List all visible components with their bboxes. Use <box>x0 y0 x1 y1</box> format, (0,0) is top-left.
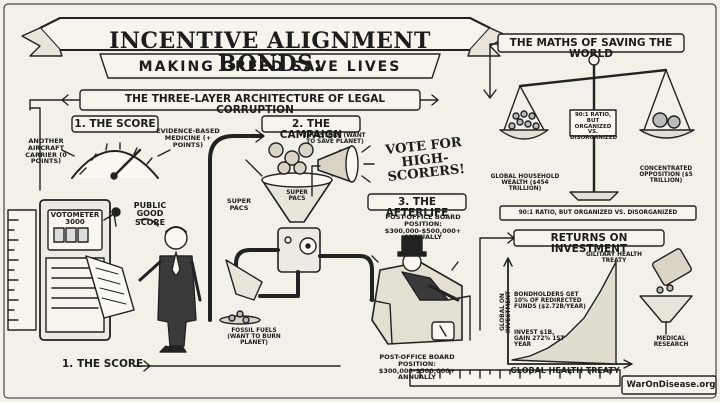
invest-gain-label: INVEST $1B, GAIN 272% 1ST YEAR <box>514 330 565 349</box>
returns-header: RETURNS ON INVESTMENT <box>550 232 628 256</box>
aircraft-carrier-label: ANOTHER AIRCRAFT CARRIER (0 POINTS) <box>25 137 67 166</box>
politician-figure <box>138 226 202 353</box>
flow-arrow-left <box>29 107 41 191</box>
votometer-machine <box>39 199 135 341</box>
maths-footer: 90:1 RATIO, BUT ORGANIZED vs. DISORGANIZ… <box>518 210 678 216</box>
afterlife-top-label: POST-OFFICE BOARD POSITION: $300,000-$50… <box>384 213 462 242</box>
money-funnel <box>245 142 341 223</box>
ruler <box>7 209 37 331</box>
fossil-funnel <box>219 259 263 325</box>
returns-x-axis: GLOBAL HEALTH TREATY <box>510 366 620 375</box>
afterlife-header: 3. THE AFTERLIFE <box>385 196 449 220</box>
opposition-label: CONCENTRATED OPPOSITION ($5 TRILLION) <box>639 166 693 185</box>
maths-footer-box <box>499 205 697 221</box>
layer-banner <box>61 89 439 111</box>
flow-arrow-top <box>29 99 63 111</box>
subtitle: MAKING GREED SAVE LIVES <box>138 59 402 75</box>
barrel-funnel <box>639 248 693 335</box>
maths-connector <box>489 43 499 99</box>
household-wealth-label: GLOBAL HOUSEHOLD WEALTH ($454 TRILLION) <box>490 174 560 193</box>
investors-label: INVESTORS (WANT TO SAVE PLANET) <box>304 133 366 146</box>
armchair-figure <box>369 235 471 345</box>
maths-header-box <box>497 33 685 53</box>
returns-y-axis: GLOBAL ON INVESTMENT <box>499 291 512 334</box>
bottom-ruler <box>409 369 621 387</box>
layer-banner-text: THE THREE-LAYER ARCHITECTURE OF LEGAL CO… <box>124 93 386 117</box>
afterlife-header-box <box>367 193 467 211</box>
outer-frame <box>3 3 717 399</box>
score-footer: 1. THE SCORE <box>62 358 144 370</box>
votometer-label: VOTOMETER 3000 <box>50 211 100 227</box>
score-header: 1. THE SCORE <box>74 118 156 130</box>
score-header-box <box>71 115 159 133</box>
afterlife-bottom-label: POST-OFFICE BOARD POSITION: $300,000-$50… <box>378 353 456 382</box>
score-gauge <box>61 142 171 180</box>
evidence-medicine-label: EVIDENCE-BASED MEDICINE (+ POINTS) <box>156 127 220 149</box>
public-good-label: PUBLIC GOOD SCORE <box>133 201 167 227</box>
megaphone <box>311 145 375 197</box>
main-title: INCENTIVE ALIGNMENT BONDS: <box>109 28 431 78</box>
public-good-pointer <box>139 218 159 227</box>
ratio-label: 90:1 RATIO, BUT ORGANIZED vs. DISORGANIZ… <box>570 112 618 142</box>
medical-research-label: MEDICAL RESEARCH <box>653 336 689 349</box>
campaign-header: 2. THE CAMPAIGN <box>279 118 343 142</box>
credit-link[interactable]: WarOnDisease.org <box>626 380 716 390</box>
title-scroll <box>21 17 509 79</box>
score-to-campaign-pipe <box>208 134 264 322</box>
balance-scale <box>499 54 695 201</box>
super-pacs-label: SUPER PACs <box>226 197 252 212</box>
pump-machine <box>234 227 374 302</box>
military-treaty-label: GILITARY HEALTH TREATY <box>586 252 642 265</box>
campaign-header-box <box>261 115 361 133</box>
fossil-fuels-label: FOSSIL FUELS (WANT TO BURN PLANET) <box>227 328 281 347</box>
returns-chart <box>503 257 633 369</box>
bondholders-label: BONDHOLDERS GET 10% OF REDIRECTED FUNDS … <box>514 292 586 311</box>
super-pacs-funnel-label: SUPER PACs <box>286 190 308 203</box>
maths-header: THE MATHS OF SAVING THE WORLD <box>509 37 673 61</box>
credit-box <box>621 375 717 395</box>
returns-connector <box>495 232 515 244</box>
